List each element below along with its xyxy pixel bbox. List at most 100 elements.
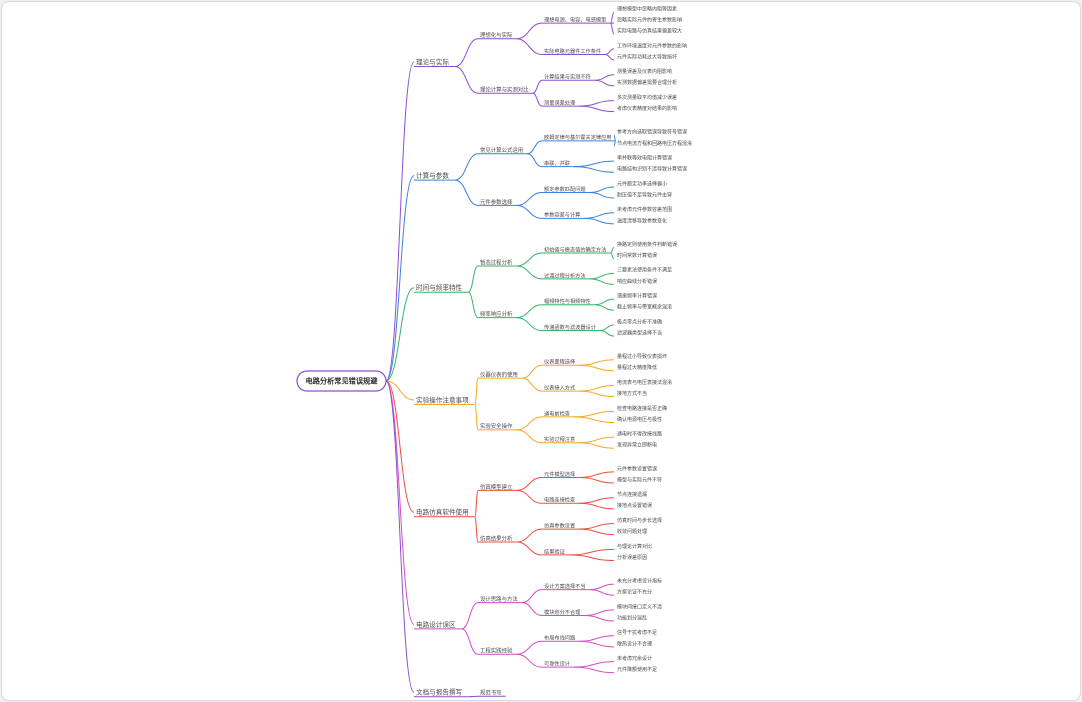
branch-connector [385,380,415,401]
leaf-label: 功能划分混乱 [617,614,647,621]
leaf-label: 温度漂移导致参数变化 [617,217,667,224]
leaf-label: 元件参数设置错误 [617,465,657,472]
leaf-label: 元件额定功率选择偏小 [617,180,667,187]
leaf-connector [579,436,615,444]
topic-label: 实际电路元器件工作条件 [544,47,601,55]
leaf-connector [610,252,615,260]
branch-label: 电路设计误区 [416,620,456,629]
leaf-label: 考虑仪表精度对结果的影响 [617,105,677,112]
leaf-connector [579,502,615,510]
topic-label: 模块划分不合理 [544,608,581,616]
topic-label: 实验过程注意 [544,435,575,443]
topic-label: 设计方案选择不当 [544,582,586,590]
topic-label: 计算结果与实测不符 [544,73,591,81]
subbranch-connector [467,265,479,293]
topic-connector [516,528,543,543]
leaf-label: 量程过小导致仪表损坏 [617,353,667,360]
leaf-connector [589,583,615,591]
leaf-label: 模型与实际元件不符 [617,476,662,483]
leaf-label: 信号干扰考虑不足 [617,629,657,636]
subbranch-connector [474,377,479,405]
leaf-connector [594,79,615,87]
subbranch-label: 规范书写 [480,689,502,697]
leaf-label: 三要素法使用条件不满足 [617,267,672,274]
subbranch-label: 元件参数选择 [480,198,513,206]
branch-connector [385,175,415,382]
leaf-connector [584,614,615,622]
topic-label: 结果验证 [544,547,565,555]
topic-connector [516,204,543,219]
leaf-connector [599,324,615,332]
leaf-connector [579,523,615,530]
leaf-connector [579,635,615,642]
leaf-connector [579,497,615,504]
topic-connector [527,140,543,155]
leaf-label: 滤波器类型选择不当 [617,329,662,336]
subbranch-label: 实验安全操作 [480,422,513,430]
topic-connector [516,640,543,655]
topic-connector [532,79,543,94]
subbranch-connector [474,516,479,543]
leaf-connector [584,609,615,616]
branch-connector [385,380,415,513]
topic-label: 布局布线问题 [544,634,575,642]
topic-label: 传递函数与滤波器设计 [544,323,596,331]
leaf-label: 电路结构识别不清导致计算错误 [617,166,687,173]
leaf-connector [573,166,615,173]
leaf-connector [599,330,615,337]
root-node [296,370,387,392]
leaf-label: 耐压值不足导致元件击穿 [617,191,672,198]
topic-connector [521,377,543,392]
subbranch-label: 工程实践经验 [480,647,513,655]
leaf-label: 节点电流方程和回路电压方程混淆 [617,140,692,147]
topic-label: 测量误差处理 [544,99,576,107]
leaf-label: 响应曲线分析错误 [617,278,657,285]
branch-connector [385,61,415,382]
leaf-label: 接地方式不当 [617,390,647,397]
topic-label: 元件模型选择 [544,470,576,478]
leaf-label: 未充分考虑设计指标 [617,578,662,585]
leaf-label: 时间常数计算错误 [617,252,657,259]
leaf-connector [594,304,615,311]
leaf-connector [579,476,615,484]
subbranch-connector [461,628,479,655]
topic-label: 电路连接检查 [544,496,575,504]
leaf-connector [609,22,615,35]
subbranch-connector [468,695,479,698]
leaf-connector [573,410,615,418]
leaf-connector [613,140,617,147]
topic-connector [516,265,543,280]
subbranch-label: 仪器仪表的使用 [480,371,518,379]
leaf-label: 串并联等效电阻计算错误 [617,155,672,162]
leaf-connector [594,298,615,306]
leaf-connector [605,53,615,61]
branch-label: 理论与实际 [416,57,449,66]
branch-connector [385,380,415,625]
branch-label: 计算与参数 [416,171,449,180]
topic-label: 可靠性设计 [544,660,570,668]
subbranch-connector [454,179,479,206]
topic-label: 额定参数匹配问题 [544,185,586,193]
leaf-label: 节点连接遗漏 [617,491,647,498]
leaf-connector [573,666,615,674]
leaf-label: 换路定则使用条件判断错误 [617,241,677,248]
subbranch-connector [474,403,479,431]
leaf-label: 理想模型中忽略内阻等因素 [617,5,677,12]
root-label: 电路分析常见错误规避 [306,376,379,385]
topic-connector [516,304,543,319]
topic-label: 仪表接入方式 [544,383,576,391]
leaf-connector [609,11,615,24]
leaf-label: 发现异常立即断电 [617,442,657,449]
subbranch-label: 设计思路与方法 [480,595,518,603]
leaf-label: 与理论计算对比 [617,543,652,550]
leaf-label: 元件实际功耗过大导致损坏 [617,53,677,60]
leaf-connector [579,359,615,366]
subbranch-connector [454,153,479,181]
subbranch-label: 仿真模型建立 [480,483,513,491]
leaf-connector [613,134,617,142]
topic-label: 仪表量程选择 [544,358,576,366]
topic-label: 初始值与稳态值的确定方法 [544,245,606,253]
subbranch-label: 理论计算与实测对比 [480,86,529,94]
subbranch-label: 暂态过程分析 [480,258,513,266]
